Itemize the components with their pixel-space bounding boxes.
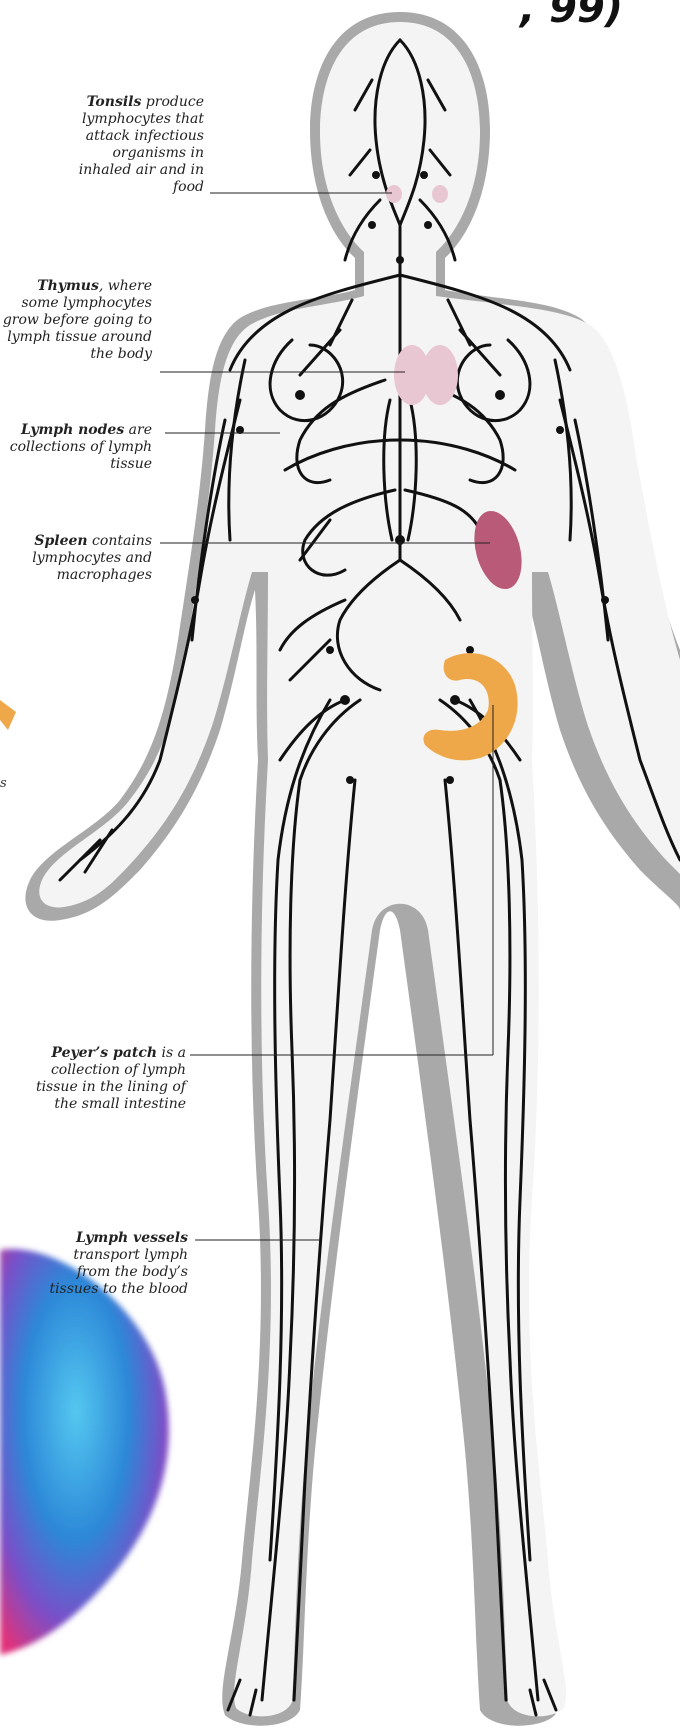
peyers-patch-label: Peyer’s patch is a collection of lymph t… — [20, 1045, 186, 1113]
spleen-label: Spleen contains lymphocytes and macropha… — [0, 533, 152, 584]
header-corner-fragment: , 99) — [520, 0, 623, 32]
peyers-patch-term: Peyer’s patch — [51, 1045, 157, 1061]
lymph-nodes-term: Lymph nodes — [21, 422, 124, 438]
tonsils-label: Tonsils produce lymphocytes that attack … — [60, 94, 204, 196]
thymus-label: Thymus, where some lymphocytes grow befo… — [0, 278, 152, 363]
lymph-vessels-description: transport lymph from the body’s tissues … — [49, 1247, 188, 1297]
side-fragment-arrow — [0, 700, 16, 730]
thymus-term: Thymus — [37, 278, 99, 294]
lymph-vessels-term: Lymph vessels — [76, 1230, 188, 1246]
tonsils-term: Tonsils — [87, 94, 142, 110]
side-text-fragment: s — [0, 776, 7, 791]
lymph-nodes-label: Lymph nodes are collections of lymph tis… — [0, 422, 152, 473]
spleen-term: Spleen — [34, 533, 87, 549]
lymphocyte-cell-image — [0, 1249, 169, 1655]
lymph-vessels-label: Lymph vessels transport lymph from the b… — [40, 1230, 188, 1298]
